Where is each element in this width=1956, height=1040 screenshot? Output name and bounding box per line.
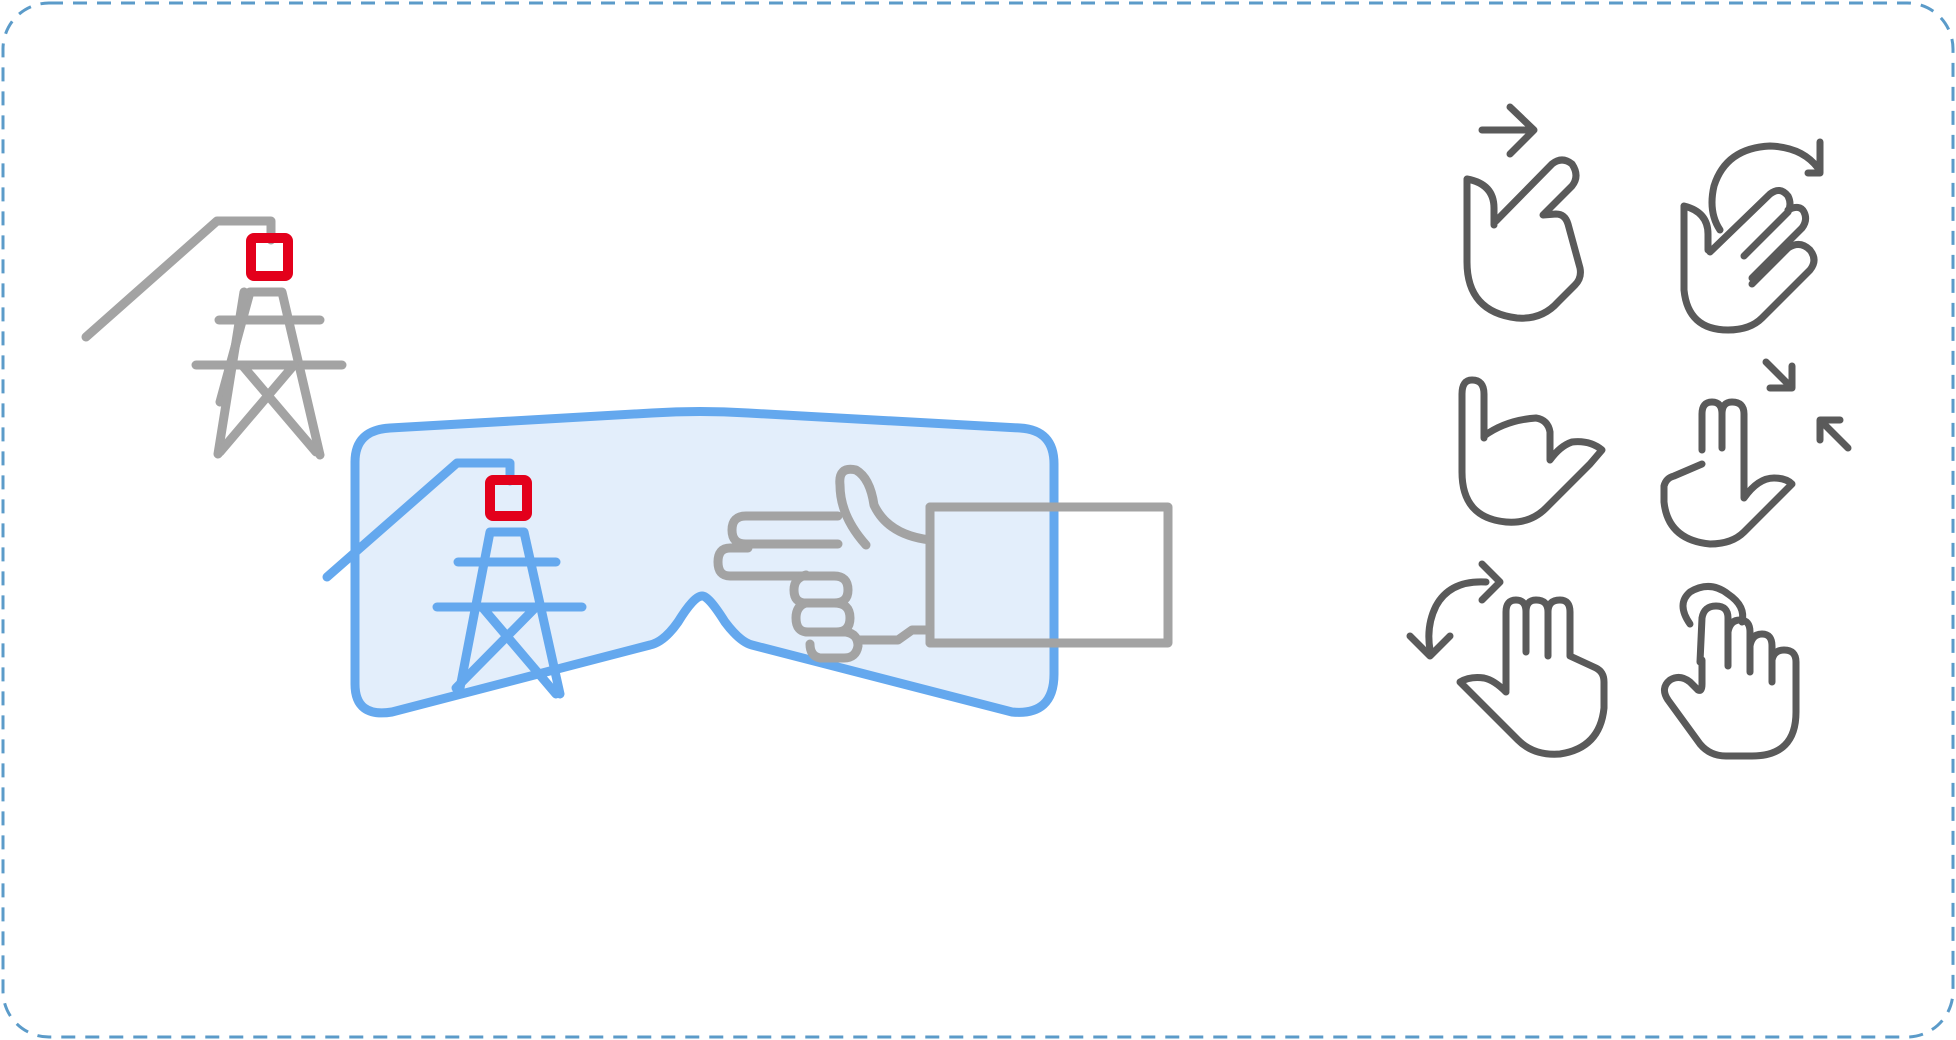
power-pylon-icon — [81, 216, 347, 460]
pinch-in-gesture-icon — [1660, 358, 1852, 548]
pointing-hand-icon — [713, 464, 1173, 663]
red-square-marker-icon — [246, 233, 293, 281]
red-square-marker-icon — [485, 475, 532, 521]
swipe-right-gesture-icon — [1463, 103, 1584, 322]
double-tap-gesture-icon — [1661, 583, 1800, 760]
power-pylon-overlay-icon — [322, 458, 587, 699]
tap-hold-gesture-icon — [1458, 376, 1606, 526]
two-finger-rotate-gesture-icon — [1406, 560, 1608, 758]
rotate-hand-gesture-icon — [1680, 138, 1824, 334]
